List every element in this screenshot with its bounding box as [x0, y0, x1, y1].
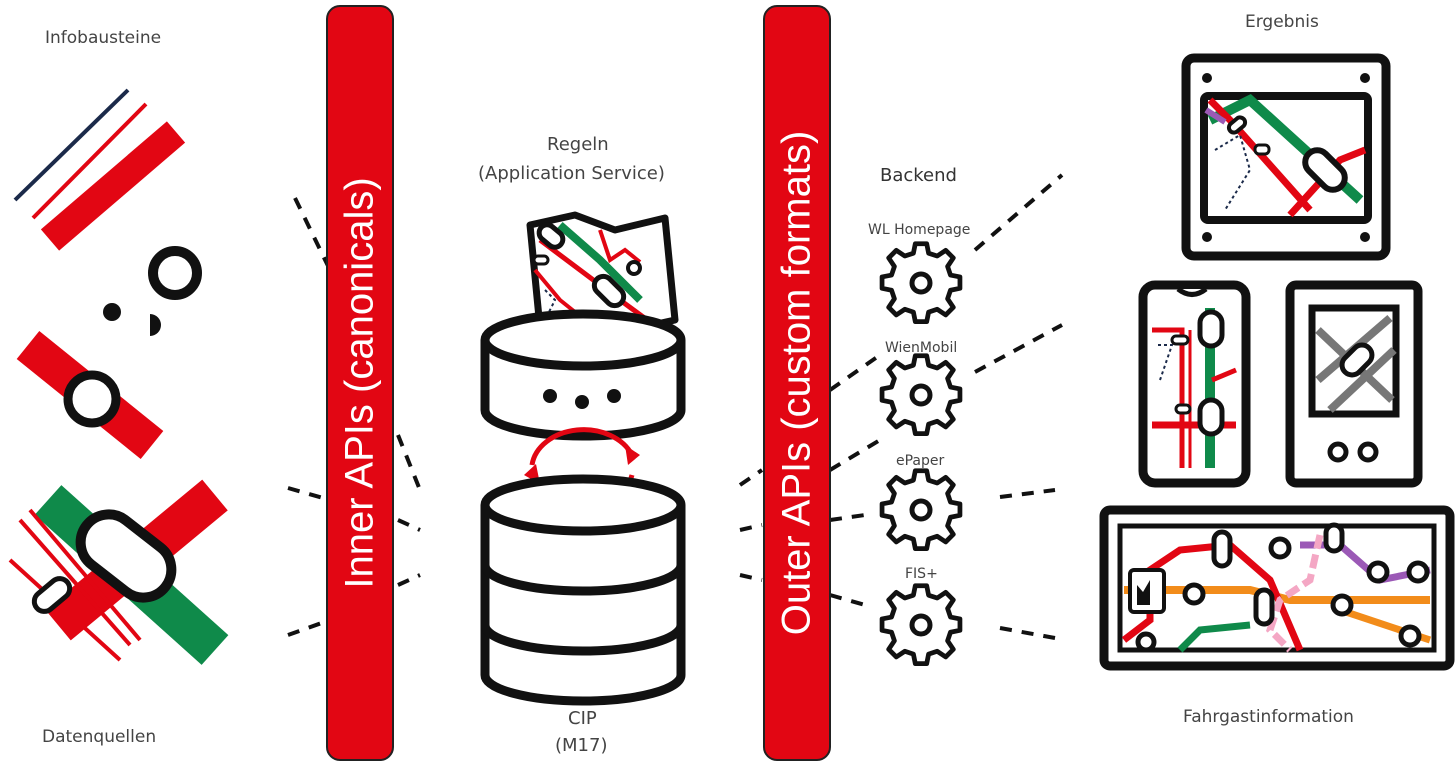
cip-database-icon: [480, 474, 686, 706]
application-service-title: (Application Service): [478, 163, 665, 184]
outer-apis-band: Outer APIs (custom formats): [763, 5, 831, 761]
cip-label: CIP: [568, 708, 597, 729]
backend-title: Backend: [880, 165, 957, 186]
result-connectors: [973, 173, 1064, 640]
ergebnis-label: Ergebnis: [1245, 12, 1319, 32]
outer-apis-label: Outer APIs (custom formats): [774, 130, 819, 636]
display-board-icon: [1181, 53, 1391, 261]
backend-gears: [879, 241, 963, 666]
regeln-title: Regeln: [547, 134, 609, 155]
outer-connectors: [738, 353, 882, 607]
backend-item-epaper: ePaper: [896, 453, 945, 469]
wide-display-icon: [1099, 505, 1455, 671]
infobausteine-graphic: [8, 88, 229, 665]
inner-connectors: [287, 197, 422, 637]
m17-label: (M17): [555, 735, 608, 756]
smartphone-icon: [1138, 280, 1251, 488]
inner-apis-band: Inner APIs (canonicals): [326, 5, 394, 761]
backend-item-wienmobil: WienMobil: [885, 340, 958, 356]
inner-apis-label: Inner APIs (canonicals): [337, 177, 382, 589]
rules-service-cylinder: [480, 309, 686, 441]
infobausteine-label: Infobausteine: [45, 28, 162, 48]
backend-item-wl-homepage: WL Homepage: [868, 222, 971, 238]
fahrgastinformation-label: Fahrgastinformation: [1183, 707, 1354, 727]
datenquellen-label: Datenquellen: [42, 727, 157, 747]
ticket-machine-icon: [1285, 280, 1423, 488]
backend-item-fisplus: FIS+: [905, 566, 938, 582]
